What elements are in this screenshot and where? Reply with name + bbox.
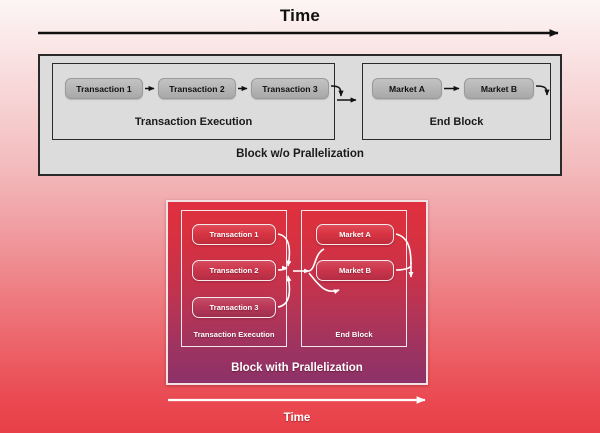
panel-end-block-bottom-label: End Block xyxy=(335,330,373,339)
node-market-a-top: Market A xyxy=(372,78,442,99)
panel-transaction-execution-top: Transaction Execution xyxy=(52,63,335,140)
top-time-label: Time xyxy=(279,6,321,25)
node-market-b-top: Market B xyxy=(464,78,534,99)
panel-end-block-bottom: End Block xyxy=(301,210,407,347)
panel-transaction-execution-bottom-label: Transaction Execution xyxy=(193,330,275,339)
panel-transaction-execution-top-label: Transaction Execution xyxy=(134,116,253,128)
node-transaction-1-bottom: Transaction 1 xyxy=(192,224,276,245)
node-transaction-3-bottom: Transaction 3 xyxy=(192,297,276,318)
bottom-time-label: Time xyxy=(283,412,311,424)
block-with-parallelization-label: Block with Prallelization xyxy=(231,362,363,374)
panel-end-block-top: End Block xyxy=(362,63,551,140)
node-transaction-2-top: Transaction 2 xyxy=(158,78,236,99)
block-without-parallelization-label: Block w/o Prallelization xyxy=(236,148,364,160)
node-market-a-bottom: Market A xyxy=(316,224,394,245)
node-transaction-2-bottom: Transaction 2 xyxy=(192,260,276,281)
panel-end-block-top-label: End Block xyxy=(429,116,484,128)
block-with-parallelization xyxy=(166,200,428,385)
node-transaction-3-top: Transaction 3 xyxy=(251,78,329,99)
node-market-b-bottom: Market B xyxy=(316,260,394,281)
node-transaction-1-top: Transaction 1 xyxy=(65,78,143,99)
